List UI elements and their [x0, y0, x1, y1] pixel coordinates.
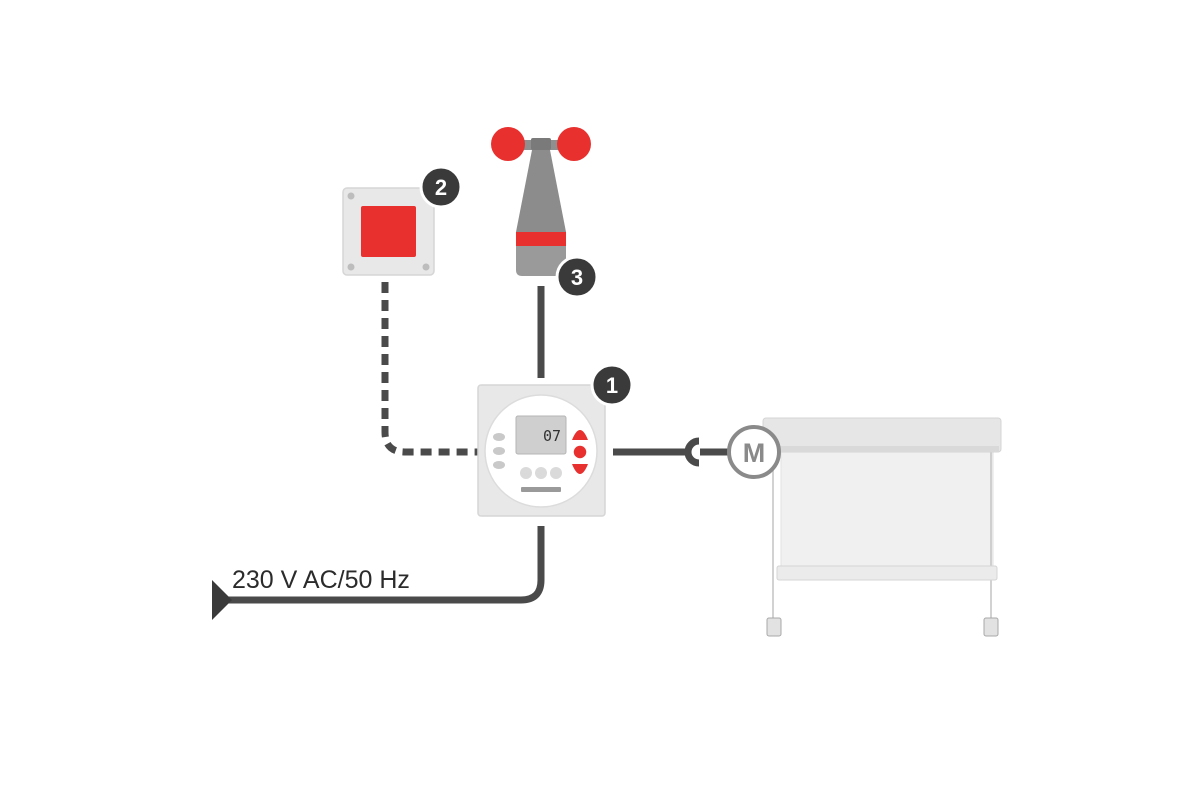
anemometer-base	[516, 246, 566, 276]
wall-switch	[342, 187, 435, 276]
mains-supply-cable	[222, 526, 545, 604]
badge-wind-sensor-number: 3	[571, 265, 583, 290]
badge-controller: 1	[590, 363, 634, 407]
controller-up-button	[572, 430, 588, 440]
controller-bottom-button	[550, 467, 562, 479]
blind-weight-left	[766, 617, 782, 637]
anemometer-cup-left	[491, 127, 525, 161]
blind-bottom-bar	[776, 565, 998, 581]
anemometer-band	[516, 232, 566, 246]
mains-plug-arrow	[212, 580, 232, 620]
controller-brand-strip	[521, 487, 561, 492]
controller-side-button	[493, 433, 505, 441]
controller-stop-button	[572, 444, 588, 460]
motor: M	[727, 425, 781, 479]
controller-bottom-button	[520, 467, 532, 479]
motor-circle	[727, 425, 781, 479]
wind-sensor	[491, 127, 591, 276]
screw-icon	[422, 263, 430, 271]
controller-bottom-button	[535, 467, 547, 479]
badge-wall-switch: 2	[419, 165, 463, 209]
badge-wind-sensor: 3	[555, 255, 599, 299]
controller-side-button	[493, 461, 505, 469]
screw-icon	[347, 263, 355, 271]
screw-icon	[347, 192, 355, 200]
wireless-link-line	[381, 282, 478, 456]
blind-weight-right	[983, 617, 999, 637]
controller-display-value: 07	[543, 427, 561, 445]
controller-display	[515, 415, 567, 455]
anemometer-body	[516, 150, 566, 232]
badge-wall-switch-number: 2	[435, 175, 447, 200]
controller-down-button	[572, 464, 588, 474]
blind-fabric	[780, 451, 994, 567]
connection-lines	[212, 282, 686, 620]
anemometer-cup-right	[557, 127, 591, 161]
anemometer-hub	[531, 138, 551, 150]
blind-headbox-shadow	[765, 446, 999, 452]
controller: 07	[477, 384, 606, 517]
badge-controller-number: 1	[606, 373, 618, 398]
roller-blind	[762, 417, 1002, 637]
controller-side-button	[493, 447, 505, 455]
supply-voltage-label: 230 V AC/50 Hz	[232, 566, 410, 594]
connector-socket	[684, 437, 700, 467]
motor-label: M	[743, 438, 766, 468]
wall-switch-button	[361, 206, 416, 257]
